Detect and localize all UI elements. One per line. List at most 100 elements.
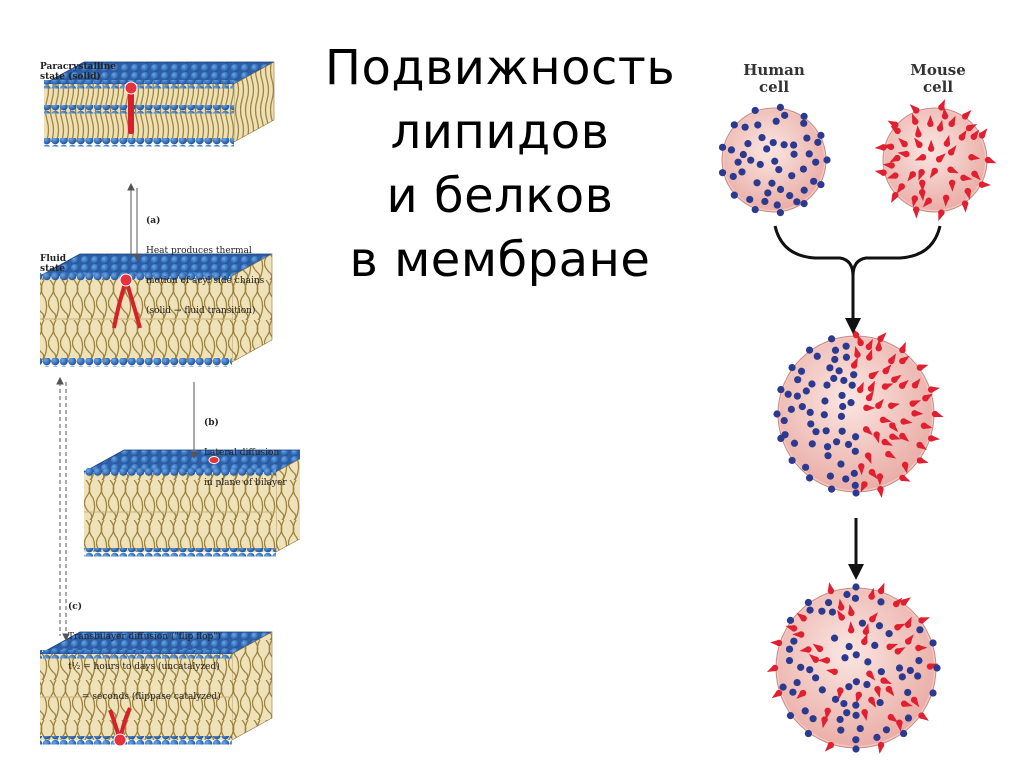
human-protein-dot	[812, 158, 820, 166]
human-protein-dot	[764, 189, 772, 197]
human-protein-dot	[822, 427, 830, 435]
human-protein-dot	[820, 411, 828, 419]
human-protein-dot	[838, 427, 846, 435]
membrane-lateral-diffusion	[83, 449, 300, 557]
human-protein-dot	[807, 420, 815, 428]
human-protein-dot	[741, 123, 749, 131]
human-protein-dot	[738, 168, 746, 176]
human-protein-dot	[793, 678, 801, 687]
human-protein-dot	[929, 689, 937, 697]
human-protein-dot	[847, 399, 855, 407]
human-protein-dot	[763, 145, 771, 153]
human-protein-dot	[739, 150, 747, 159]
human-protein-dot	[793, 198, 801, 206]
human-protein-dot	[851, 447, 859, 455]
human-protein-dot	[843, 590, 851, 599]
human-protein-dot	[751, 205, 759, 214]
human-protein-dot	[852, 651, 860, 659]
human-protein-dot	[718, 169, 727, 177]
human-protein-dot	[775, 166, 783, 174]
human-protein-dot	[800, 200, 808, 208]
title-line-1: Подвижность	[324, 40, 676, 96]
human-protein-dot	[790, 150, 798, 158]
human-protein-dot	[871, 641, 879, 650]
human-protein-dot	[790, 637, 798, 645]
human-protein-dot	[799, 165, 808, 173]
human-protein-dot	[845, 683, 853, 691]
membrane-flip-flop	[39, 631, 273, 747]
human-protein-dot	[929, 639, 937, 647]
human-protein-dot	[790, 439, 799, 447]
heterokaryon-mixed	[766, 582, 941, 754]
human-protein-dot	[812, 674, 820, 682]
human-protein-dot	[730, 121, 738, 129]
human-protein-dot	[768, 179, 776, 187]
human-protein-dot	[840, 376, 848, 385]
human-protein-dot	[785, 645, 794, 653]
arrow-head-1	[845, 318, 861, 334]
human-protein-dot	[817, 181, 825, 189]
human-protein-dot	[769, 138, 777, 147]
human-protein-dot	[761, 197, 769, 206]
human-protein-dot	[876, 698, 884, 707]
human-protein-dot	[885, 630, 893, 638]
human-protein-dot	[787, 405, 795, 413]
human-protein-dot	[850, 371, 858, 379]
merge-arrow	[773, 225, 942, 322]
human-protein-dot	[830, 634, 839, 642]
human-protein-dot	[882, 726, 891, 734]
human-protein-dot	[777, 434, 785, 443]
human-protein-dot	[818, 686, 826, 694]
human-protein-dot	[818, 607, 826, 615]
human-protein-dot	[900, 729, 908, 738]
human-protein-dot	[828, 608, 837, 616]
title-line-4: в мембране	[349, 232, 651, 288]
human-protein-dot	[817, 131, 825, 139]
highlighted-lipid	[124, 81, 138, 134]
human-protein-dot	[823, 381, 831, 389]
human-protein-dot	[806, 666, 814, 674]
human-protein-dot	[802, 463, 810, 471]
human-protein-dot	[797, 663, 805, 671]
human-protein-dot	[850, 469, 858, 477]
human-protein-dot	[753, 179, 761, 187]
human-protein-dot	[747, 156, 755, 164]
human-protein-dot	[790, 141, 798, 149]
human-cell	[718, 103, 831, 217]
highlighted-lipid	[208, 456, 220, 464]
human-protein-dot	[776, 103, 784, 111]
human-protein-dot	[800, 112, 808, 120]
human-protein-dot	[806, 606, 814, 614]
human-protein-dot	[803, 134, 811, 142]
slide-title: Подвижность липидов и белков в мембране	[300, 36, 700, 292]
human-protein-dot	[808, 440, 816, 448]
human-protein-dot	[933, 664, 941, 672]
human-protein-dot	[839, 402, 847, 411]
human-protein-dot	[779, 683, 787, 691]
human-protein-dot	[904, 714, 913, 722]
human-protein-dot	[797, 367, 806, 375]
human-protein-dot	[858, 619, 867, 627]
membrane-solid	[43, 61, 275, 147]
human-protein-dot	[914, 672, 922, 680]
human-protein-dot	[808, 380, 816, 388]
human-protein-dot	[806, 408, 814, 417]
human-protein-dot	[823, 443, 832, 451]
human-protein-dot	[776, 209, 784, 217]
human-protein-dot	[734, 158, 742, 166]
human-protein-dot	[780, 141, 788, 149]
human-protein-dot	[852, 745, 860, 753]
human-protein-dot	[836, 715, 844, 724]
human-protein-dot	[915, 656, 923, 665]
human-protein-dot	[810, 177, 818, 185]
human-protein-dot	[845, 642, 853, 651]
label-step-a: (a) Heat produces thermal motion of acyl…	[146, 216, 265, 316]
human-protein-dot	[786, 192, 794, 200]
human-protein-dot	[842, 475, 850, 483]
title-line-2: липидов	[390, 104, 610, 160]
human-protein-dot	[773, 201, 781, 209]
human-protein-dot	[852, 583, 860, 591]
label-step-b: (b) Lateral diffusion in plane of bilaye…	[204, 418, 287, 488]
